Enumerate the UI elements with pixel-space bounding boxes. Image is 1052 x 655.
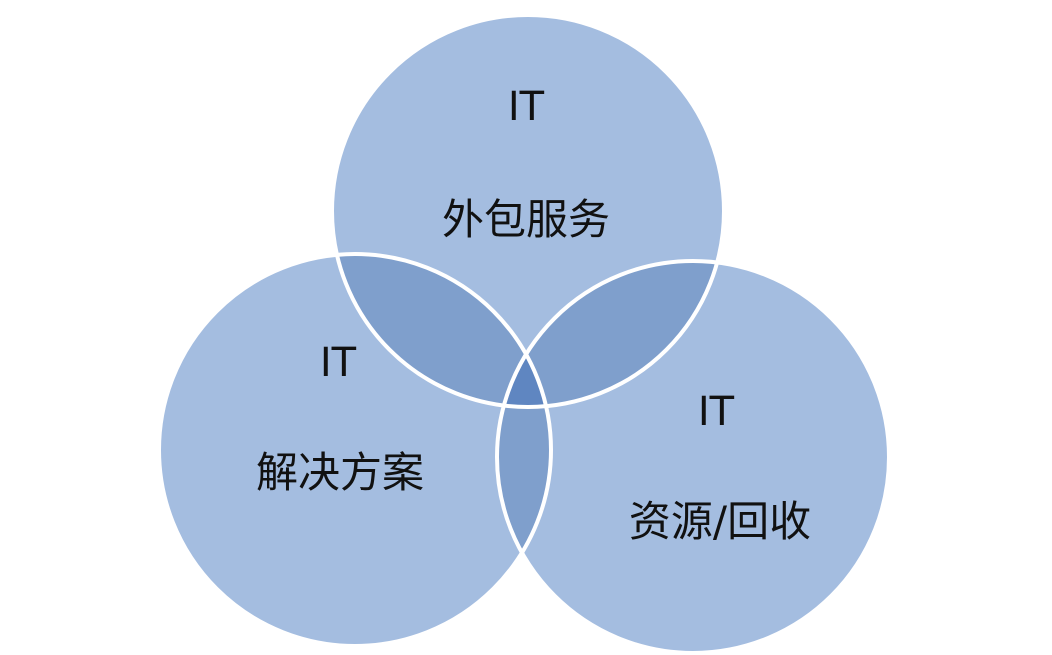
outline-left	[157, 252, 553, 648]
label-right-resource: 资源/回收	[629, 497, 811, 546]
overlap-top-right	[497, 261, 724, 407]
label-left-it: IT	[320, 340, 357, 386]
label-top-service: 外包服务	[442, 195, 610, 244]
overlap-top-left	[332, 254, 551, 407]
label-top-it: IT	[508, 84, 545, 130]
outline-right	[495, 259, 891, 655]
outline-top	[330, 13, 726, 409]
label-right-it: IT	[698, 389, 735, 435]
label-left-solution: 解决方案	[256, 448, 424, 497]
